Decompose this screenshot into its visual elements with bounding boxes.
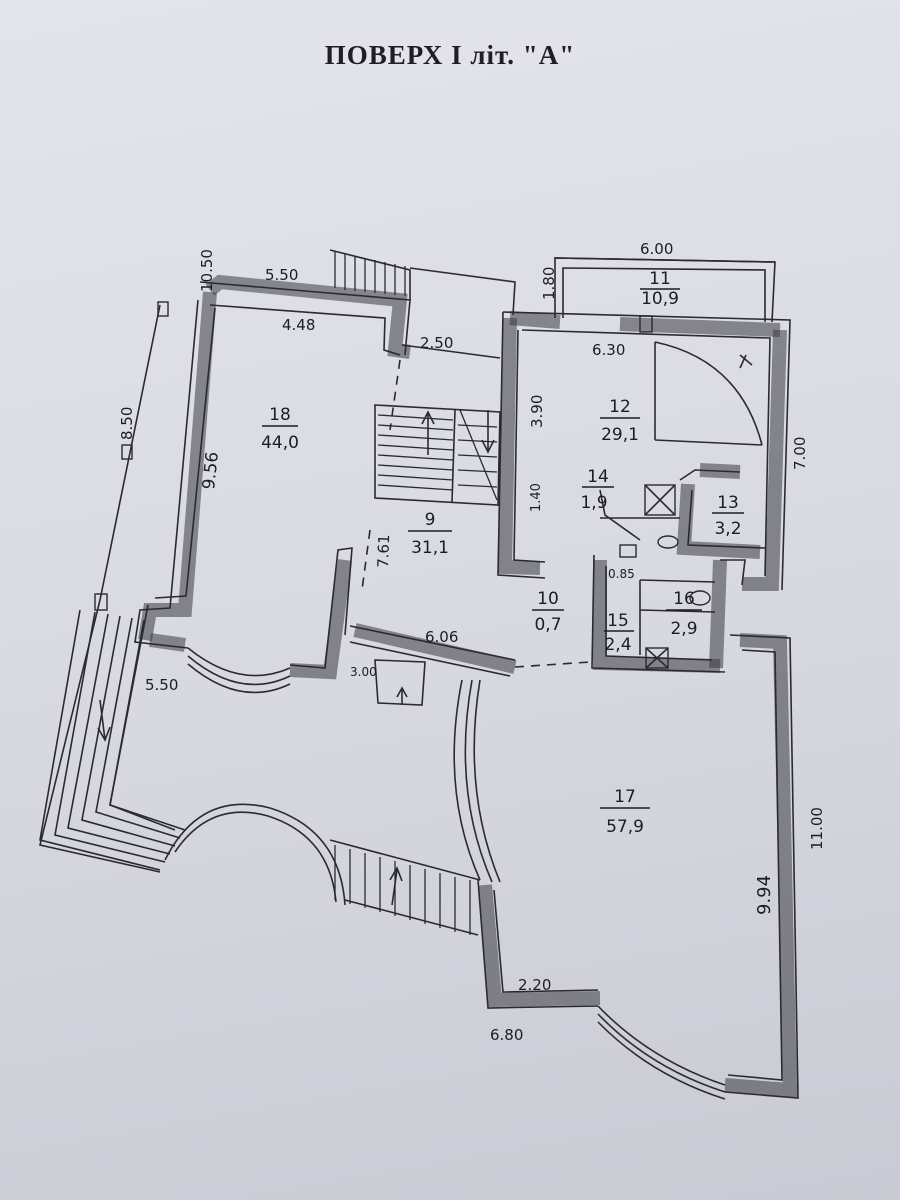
dimension-label: 5.50 xyxy=(145,676,178,694)
dimension-label: 1.80 xyxy=(540,267,558,300)
room-number: 15 xyxy=(607,611,629,631)
room-number: 11 xyxy=(649,269,671,289)
room-area: 3,2 xyxy=(714,519,741,539)
room-area: 2,9 xyxy=(670,619,697,639)
dimension-label: 3.90 xyxy=(528,395,546,428)
dimension-label: 6.80 xyxy=(490,1026,523,1044)
room-area: 44,0 xyxy=(261,433,299,453)
room-area: 2,4 xyxy=(604,635,631,655)
dimension-label: 10.50 xyxy=(198,249,216,292)
room-area: 10,9 xyxy=(641,289,679,309)
room-number: 10 xyxy=(537,589,559,609)
page-title: ПОВЕРХ I літ. "А" xyxy=(324,40,576,70)
curved-walls xyxy=(187,341,763,1100)
room-11-label: 11 10,9 xyxy=(640,269,680,309)
room-15-label: 15 2,4 xyxy=(604,611,634,655)
room-labels: 18 44,0 9 31,1 11 10,9 12 29,1 13 xyxy=(261,269,744,837)
arrows xyxy=(97,410,495,906)
dimension-label: 6.06 xyxy=(425,628,458,646)
dimension-label: 2.20 xyxy=(518,976,551,994)
dimension-label: 4.48 xyxy=(282,316,315,334)
room-area: 57,9 xyxy=(606,817,644,837)
room-9-label: 9 31,1 xyxy=(408,510,452,558)
room-10-label: 10 0,7 xyxy=(532,589,564,635)
room-14-label: 14 1,9 xyxy=(580,467,614,513)
room-number: 9 xyxy=(425,510,436,530)
dimension-label: 3.00 xyxy=(350,665,377,679)
dimension-lines xyxy=(94,257,776,611)
room-number: 12 xyxy=(609,397,631,417)
dimension-label: 7.00 xyxy=(791,437,809,470)
stairs xyxy=(39,252,501,936)
dimension-label: 9.94 xyxy=(754,875,775,915)
dimension-label: 6.30 xyxy=(592,341,625,359)
room-16-label: 16 2,9 xyxy=(666,589,702,639)
dimension-label: 9.56 xyxy=(199,451,223,491)
wall-outlines xyxy=(134,249,799,1099)
dimension-label: 11.00 xyxy=(808,807,826,850)
dimension-label: 7.61 xyxy=(374,534,393,568)
room-13-label: 13 3,2 xyxy=(712,493,744,539)
room-18-label: 18 44,0 xyxy=(261,405,299,453)
room-number: 13 xyxy=(717,493,739,513)
dimension-label: 0.85 xyxy=(608,567,635,581)
room-area: 29,1 xyxy=(601,425,639,445)
fixtures xyxy=(619,354,753,669)
dimension-label: 6.00 xyxy=(640,240,673,258)
room-area: 31,1 xyxy=(411,538,449,558)
room-number: 16 xyxy=(673,589,695,609)
dimension-label: 1.40 xyxy=(529,483,544,512)
room-number: 18 xyxy=(269,405,291,425)
dimension-labels: 10.50 5.50 4.48 2.50 8.50 9.56 7.61 5.50… xyxy=(118,240,826,1044)
room-12-label: 12 29,1 xyxy=(600,397,640,445)
room-17-label: 17 57,9 xyxy=(600,787,650,837)
dimension-label: 8.50 xyxy=(118,407,136,440)
dimension-label: 2.50 xyxy=(420,334,453,352)
room-area: 1,9 xyxy=(580,493,607,513)
room-number: 17 xyxy=(614,787,636,807)
dimension-label: 5.50 xyxy=(265,266,298,284)
room-area: 0,7 xyxy=(534,615,561,635)
room-number: 14 xyxy=(587,467,609,487)
walls xyxy=(138,274,798,1098)
